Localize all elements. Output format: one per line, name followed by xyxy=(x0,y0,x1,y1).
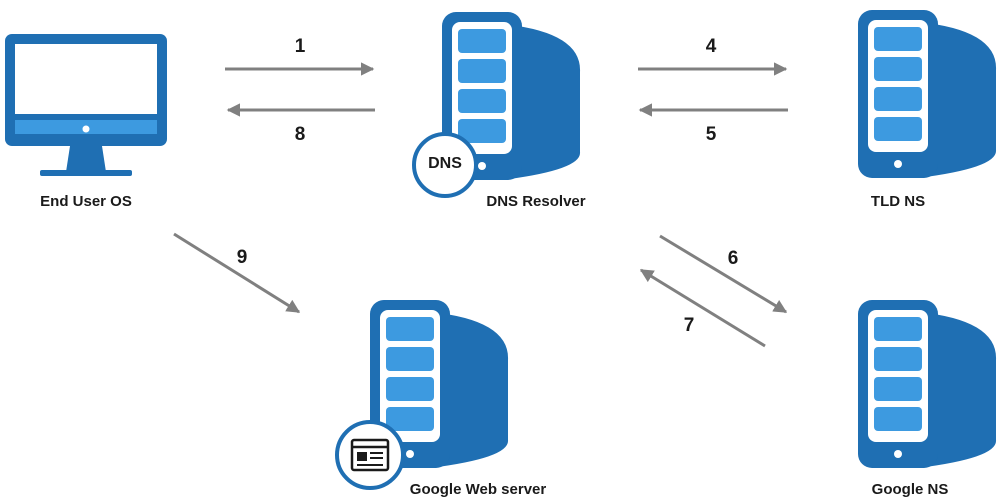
tld-ns-server-icon xyxy=(858,10,997,178)
step-5-label: 5 xyxy=(705,124,717,145)
end-user-os-label: End User OS xyxy=(40,193,132,210)
google-web-server-label: Google Web server xyxy=(409,481,547,498)
arrow-step-7 xyxy=(639,268,766,348)
webpage-icon xyxy=(350,438,390,472)
web-server-icon xyxy=(335,300,509,490)
arrow-step-9 xyxy=(173,232,301,314)
dns-resolver-label: DNS Resolver xyxy=(486,193,586,210)
step-9-label: 9 xyxy=(236,247,248,268)
dns-resolver-server-icon xyxy=(412,12,581,198)
tld-ns-label: TLD NS xyxy=(870,193,926,210)
monitor-icon xyxy=(5,34,167,176)
dns-badge-label: DNS xyxy=(428,155,462,172)
step-4-label: 4 xyxy=(705,36,717,57)
arrow-step-6 xyxy=(659,234,788,314)
step-6-label: 6 xyxy=(727,248,739,269)
google-ns-server-icon xyxy=(858,300,997,468)
google-ns-label: Google NS xyxy=(871,481,949,498)
step-1-label: 1 xyxy=(294,36,306,57)
step-7-label: 7 xyxy=(683,315,695,336)
step-8-label: 8 xyxy=(294,124,306,145)
